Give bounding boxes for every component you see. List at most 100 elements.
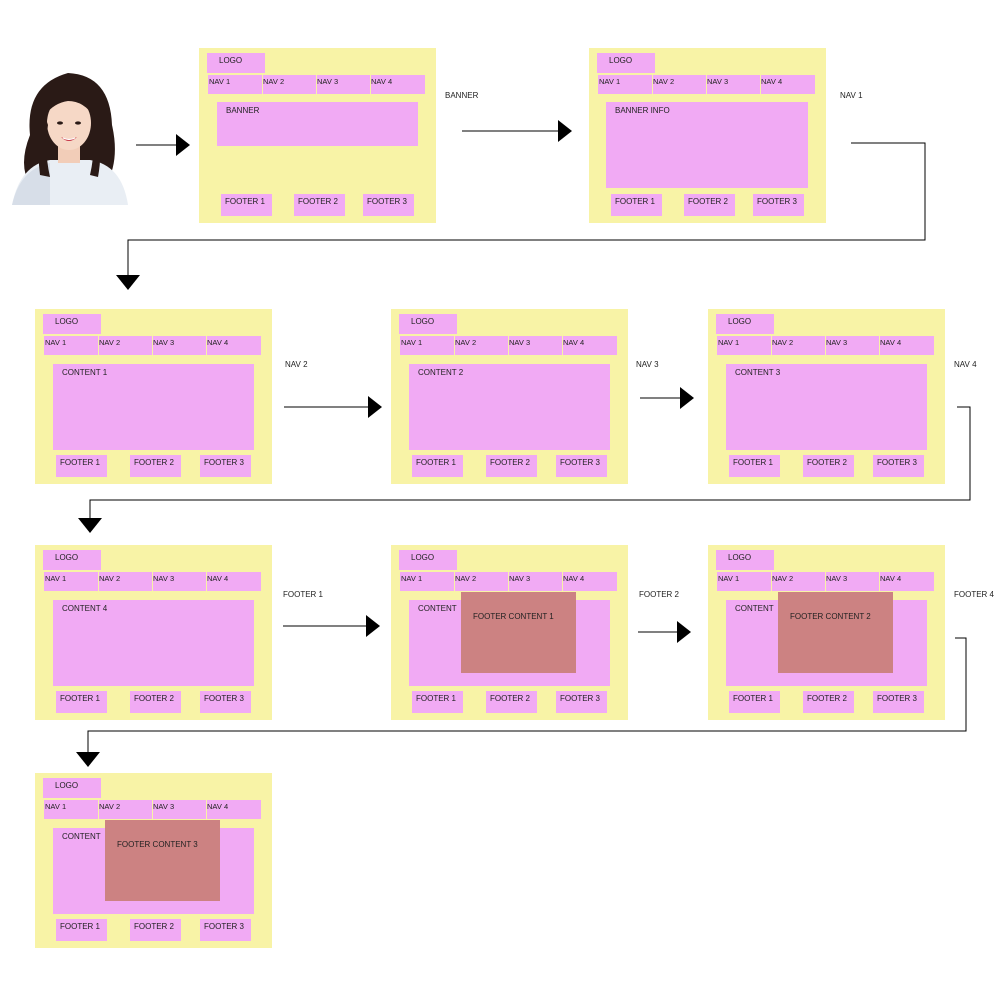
nav-divider <box>508 572 509 591</box>
logo-block: LOGO <box>43 314 101 334</box>
footer-label-2: FOOTER 2 <box>807 694 848 703</box>
footer-block-2: FOOTER 2 <box>130 455 181 477</box>
footer-block-1: FOOTER 1 <box>221 194 272 216</box>
logo-label: LOGO <box>411 317 435 326</box>
nav-item-1: NAV 1 <box>45 338 67 347</box>
main-block: BANNER <box>217 102 418 146</box>
nav-divider <box>454 336 455 355</box>
logo-label: LOGO <box>55 317 79 326</box>
footer-block-1: FOOTER 1 <box>412 455 463 477</box>
nav-item-3: NAV 3 <box>153 802 175 811</box>
footer-label-3: FOOTER 3 <box>204 458 245 467</box>
main-label: CONTENT 1 <box>62 368 108 377</box>
nav-item-4: NAV 4 <box>371 77 393 86</box>
nav-item-3: NAV 3 <box>826 338 848 347</box>
nav-item-2: NAV 2 <box>772 338 794 347</box>
footer-block-1: FOOTER 1 <box>56 455 107 477</box>
logo-block: LOGO <box>207 53 265 73</box>
nav-divider <box>879 336 880 355</box>
nav-item-4: NAV 4 <box>207 338 229 347</box>
footer-block-2: FOOTER 2 <box>486 691 537 713</box>
footer-label-2: FOOTER 2 <box>134 694 175 703</box>
nav-divider <box>206 800 207 819</box>
nav-item-1: NAV 1 <box>599 77 621 86</box>
overlay-label: FOOTER CONTENT 1 <box>473 612 554 621</box>
main-label: CONTENT 3 <box>735 368 781 377</box>
footer-label-1: FOOTER 1 <box>615 197 656 206</box>
arrow-down-icon <box>78 518 102 533</box>
footer-block-2: FOOTER 2 <box>294 194 345 216</box>
footer-block-2: FOOTER 2 <box>803 691 854 713</box>
logo-block: LOGO <box>716 314 774 334</box>
footer-block-2: FOOTER 2 <box>130 691 181 713</box>
main-label: BANNER <box>226 106 260 115</box>
footer-label-1: FOOTER 1 <box>733 694 774 703</box>
logo-block: LOGO <box>43 778 101 798</box>
footer-label-2: FOOTER 2 <box>490 694 531 703</box>
trigger-label-1: BANNER <box>445 91 479 100</box>
arrow-down-icon <box>76 752 100 767</box>
nav-divider <box>152 336 153 355</box>
nav-item-4: NAV 4 <box>207 574 229 583</box>
footer-block-3: FOOTER 3 <box>363 194 414 216</box>
footer-label-3: FOOTER 3 <box>367 197 408 206</box>
overlay-label: FOOTER CONTENT 2 <box>790 612 871 621</box>
nav-divider <box>152 572 153 591</box>
nav-divider <box>771 336 772 355</box>
nav-divider <box>152 800 153 819</box>
nav-item-1: NAV 1 <box>401 338 423 347</box>
logo-block: LOGO <box>716 550 774 570</box>
footer-label-2: FOOTER 2 <box>807 458 848 467</box>
nav-item-4: NAV 4 <box>563 574 585 583</box>
footer-block-3: FOOTER 3 <box>753 194 804 216</box>
nav-divider <box>98 800 99 819</box>
footer-block-3: FOOTER 3 <box>200 919 251 941</box>
footer-label-1: FOOTER 1 <box>416 458 457 467</box>
nav-divider <box>262 75 263 94</box>
logo-label: LOGO <box>609 56 633 65</box>
nav-divider <box>771 572 772 591</box>
nav-divider <box>706 75 707 94</box>
footer-block-1: FOOTER 1 <box>729 691 780 713</box>
footer-label-3: FOOTER 3 <box>560 694 601 703</box>
nav-item-4: NAV 4 <box>563 338 585 347</box>
nav-item-3: NAV 3 <box>707 77 729 86</box>
footer-content-overlay: FOOTER CONTENT 2 <box>778 592 893 673</box>
footer-block-1: FOOTER 1 <box>412 691 463 713</box>
nav-item-1: NAV 1 <box>718 574 740 583</box>
arrow-right-icon <box>680 387 694 409</box>
nav-divider <box>508 336 509 355</box>
footer-label-3: FOOTER 3 <box>560 458 601 467</box>
arrow-right-icon <box>677 621 691 643</box>
footer-block-3: FOOTER 3 <box>873 691 924 713</box>
connector-line <box>87 637 967 752</box>
logo-label: LOGO <box>219 56 243 65</box>
arrow-right-icon <box>176 134 190 156</box>
footer-label-3: FOOTER 3 <box>204 922 245 931</box>
footer-block-3: FOOTER 3 <box>556 691 607 713</box>
footer-label-2: FOOTER 2 <box>134 922 175 931</box>
main-block: CONTENT 3 <box>726 364 927 450</box>
footer-block-2: FOOTER 2 <box>486 455 537 477</box>
nav-item-2: NAV 2 <box>455 338 477 347</box>
connector-line <box>89 406 971 518</box>
nav-divider <box>562 572 563 591</box>
nav-item-4: NAV 4 <box>880 574 902 583</box>
trigger-label-6: FOOTER 1 <box>283 590 324 599</box>
footer-block-3: FOOTER 3 <box>200 691 251 713</box>
footer-block-1: FOOTER 1 <box>729 455 780 477</box>
footer-content-overlay: FOOTER CONTENT 3 <box>105 820 220 901</box>
main-label: CONTENT <box>418 604 457 613</box>
nav-divider <box>825 572 826 591</box>
nav-divider <box>454 572 455 591</box>
nav-item-3: NAV 3 <box>509 574 531 583</box>
